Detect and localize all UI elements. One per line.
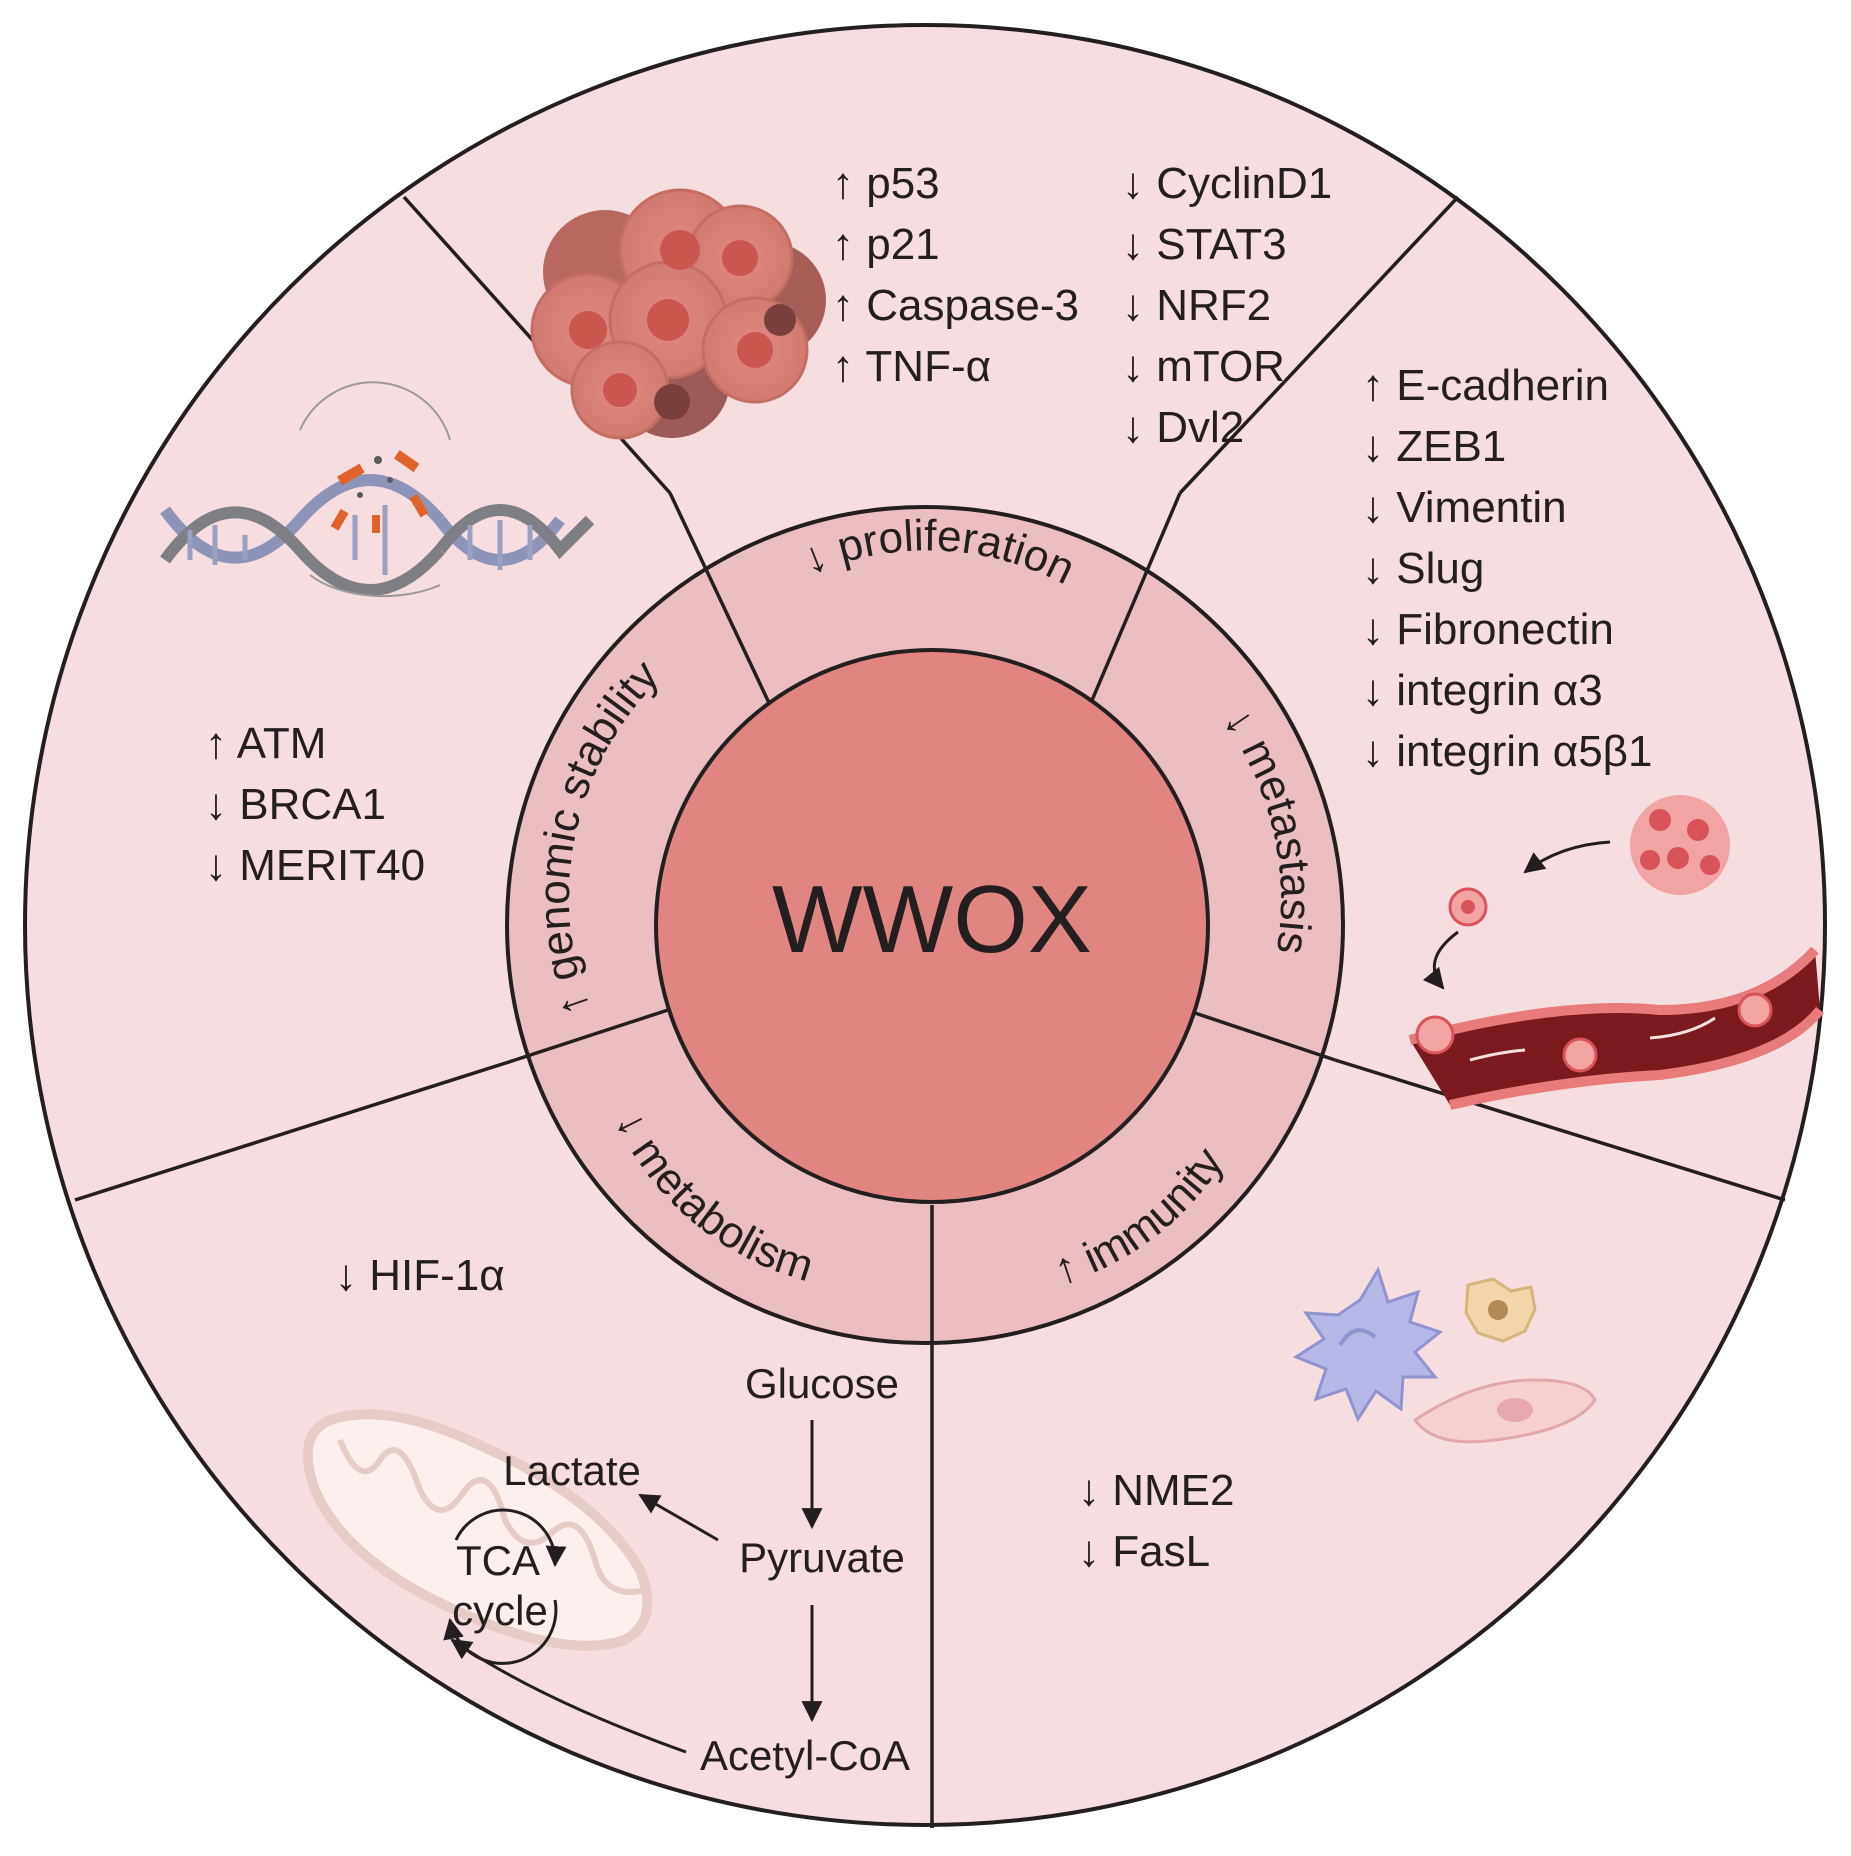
gene-item: ↓ FasL	[1078, 1527, 1210, 1576]
genomic-gene-list: ↑ ATM ↓ BRCA1 ↓ MERIT40	[205, 719, 425, 890]
gene-item: ↓ STAT3	[1122, 220, 1287, 269]
center-title: WWOX	[772, 866, 1092, 973]
gene-item: ↓ integrin α3	[1362, 666, 1603, 715]
immunity-gene-list: ↓ NME2 ↓ FasL	[1078, 1466, 1234, 1576]
gene-item: ↓ NME2	[1078, 1466, 1234, 1515]
hif-label: ↓ HIF-1α	[335, 1251, 505, 1300]
gene-item: ↑ E-cadherin	[1362, 361, 1609, 410]
core-circle	[654, 648, 1210, 1204]
gene-item: ↑ ATM	[205, 719, 326, 768]
glucose-label: Glucose	[745, 1360, 899, 1407]
gene-item: ↓ NRF2	[1122, 281, 1271, 330]
gene-item: ↑ Caspase-3	[832, 281, 1079, 330]
tumor-cell-cluster-icon	[530, 188, 826, 440]
tca-label-line1: TCA	[456, 1537, 540, 1584]
gene-item: ↑ p53	[832, 159, 940, 208]
gene-item: ↓ MERIT40	[205, 841, 425, 890]
blood-vessel-metastasis-icon	[1408, 795, 1824, 1110]
mitochondrion-icon	[302, 1409, 653, 1651]
ring-dividers	[514, 492, 1336, 1343]
gene-item: ↓ integrin α5β1	[1362, 727, 1652, 776]
acetylcoa-to-tca-arrow	[450, 1638, 687, 1754]
lactate-label: Lactate	[503, 1447, 641, 1494]
pyruvate-label: Pyruvate	[739, 1534, 905, 1581]
acetyl-coa-label: Acetyl-CoA	[700, 1732, 910, 1779]
proliferation-down-list: ↓ CyclinD1 ↓ STAT3 ↓ NRF2 ↓ mTOR ↓ Dvl2	[1122, 159, 1332, 452]
dna-double-helix-damage-icon	[160, 381, 595, 598]
gene-item: ↓ Fibronectin	[1362, 605, 1614, 654]
immune-cells-icon	[1292, 1266, 1597, 1444]
metastasis-gene-list: ↑ E-cadherin ↓ ZEB1 ↓ Vimentin ↓ Slug ↓ …	[1362, 361, 1652, 776]
gene-item: ↑ TNF-α	[832, 342, 991, 391]
sector-dividers	[74, 195, 1786, 1828]
gene-item: ↓ BRCA1	[205, 780, 386, 829]
gene-item: ↓ CyclinD1	[1122, 159, 1332, 208]
gene-item: ↓ mTOR	[1122, 342, 1285, 391]
pyruvate-to-lactate-arrow	[638, 1493, 719, 1542]
tca-label-line2: cycle	[452, 1587, 548, 1634]
gene-item: ↑ p21	[832, 220, 940, 269]
gene-item: ↓ Vimentin	[1362, 483, 1567, 532]
gene-item: ↓ ZEB1	[1362, 422, 1506, 471]
gene-item: ↓ Dvl2	[1122, 403, 1244, 452]
gene-item: ↓ Slug	[1362, 544, 1484, 593]
proliferation-up-list: ↑ p53 ↑ p21 ↑ Caspase-3 ↑ TNF-α	[832, 159, 1079, 391]
